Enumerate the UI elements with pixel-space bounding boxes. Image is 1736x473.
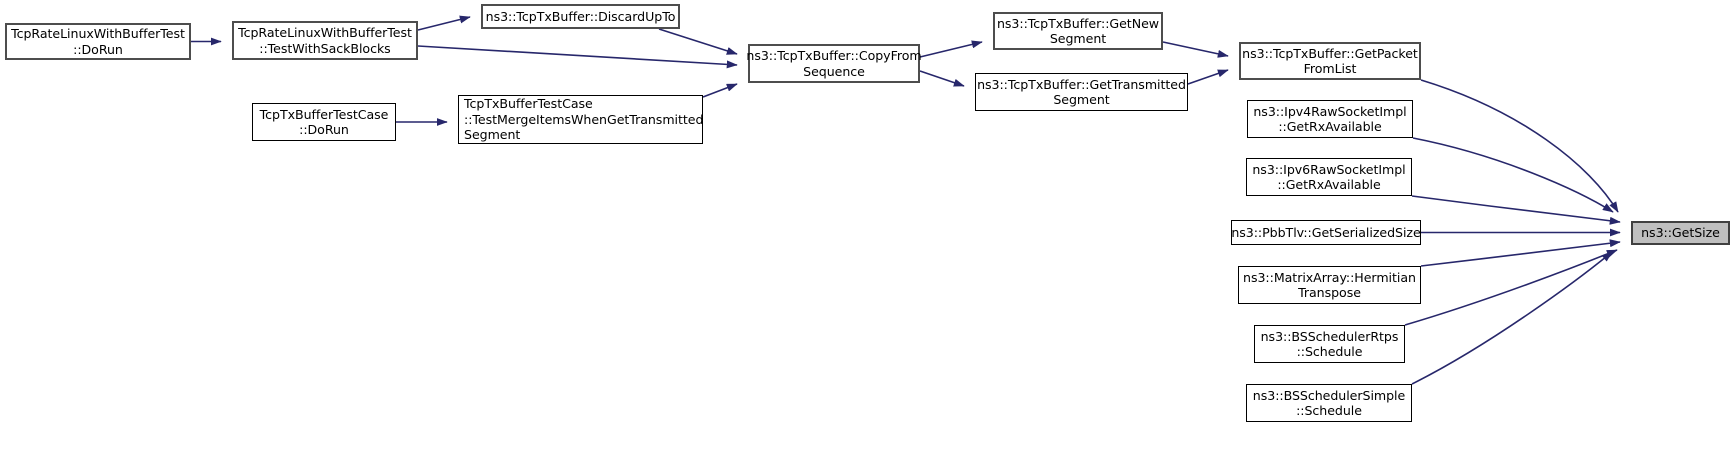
graph-node-label: ns3::TcpTxBuffer::GetPacket FromList (1242, 45, 1418, 77)
graph-node-label: ns3::TcpTxBuffer::GetTransmitted Segment (977, 76, 1186, 108)
graph-node-label: ns3::GetSize (1641, 225, 1720, 241)
graph-node-tcprate-dorun[interactable]: TcpRateLinuxWithBufferTest ::DoRun (5, 23, 191, 60)
graph-node-getsize[interactable]: ns3::GetSize (1631, 221, 1730, 245)
edge-discardupto-to-copyfrom (658, 28, 738, 55)
graph-node-getnewsegment[interactable]: ns3::TcpTxBuffer::GetNew Segment (993, 12, 1163, 50)
graph-node-label: ns3::Ipv4RawSocketImpl ::GetRxAvailable (1253, 103, 1407, 135)
graph-node-label: TcpRateLinuxWithBufferTest ::DoRun (11, 26, 185, 57)
edge-copyfrom-to-gettransmitted (919, 70, 965, 87)
graph-node-label: TcpRateLinuxWithBufferTest ::TestWithSac… (238, 25, 412, 56)
edge-bsrtps-to-getsize (1404, 249, 1618, 326)
graph-node-label: ns3::MatrixArray::Hermitian Transpose (1243, 269, 1416, 301)
edge-getpacket-to-getsize (1420, 79, 1619, 213)
graph-node-ipv4rawsocket[interactable]: ns3::Ipv4RawSocketImpl ::GetRxAvailable (1247, 100, 1413, 138)
graph-node-label: ns3::PbbTlv::GetSerializedSize (1231, 224, 1421, 240)
graph-node-label: ns3::TcpTxBuffer::DiscardUpTo (485, 8, 676, 24)
edge-mergeitems-to-copyfrom (702, 83, 738, 98)
graph-node-pbbtlv-serializedsize[interactable]: ns3::PbbTlv::GetSerializedSize (1231, 220, 1421, 245)
graph-node-label: TcpTxBufferTestCase ::TestMergeItemsWhen… (464, 96, 704, 143)
graph-node-bsschedulersimple[interactable]: ns3::BSSchedulerSimple ::Schedule (1246, 384, 1412, 422)
graph-node-label: ns3::BSSchedulerSimple ::Schedule (1252, 387, 1406, 419)
graph-node-getpacketfromlist[interactable]: ns3::TcpTxBuffer::GetPacket FromList (1239, 42, 1421, 80)
edge-getnew-to-getpacket (1162, 41, 1229, 58)
graph-node-testmergeitems[interactable]: TcpTxBufferTestCase ::TestMergeItemsWhen… (458, 95, 703, 144)
graph-node-label: ns3::TcpTxBuffer::CopyFrom Sequence (746, 48, 922, 79)
graph-node-label: ns3::Ipv6RawSocketImpl ::GetRxAvailable (1252, 161, 1406, 193)
edge-ipv4-to-getsize (1412, 137, 1614, 213)
edge-copyfrom-to-getnew (919, 40, 983, 58)
edge-ipv6-to-getsize (1411, 195, 1621, 225)
graph-node-discardupto[interactable]: ns3::TcpTxBuffer::DiscardUpTo (481, 4, 680, 29)
edge-gettransmitted-to-getpacket (1187, 69, 1229, 85)
graph-node-gettransmittedsegment[interactable]: ns3::TcpTxBuffer::GetTransmitted Segment (975, 73, 1188, 111)
graph-node-tcprate-sack[interactable]: TcpRateLinuxWithBufferTest ::TestWithSac… (232, 21, 418, 60)
edge-sack-to-copyfrom (417, 45, 738, 69)
edge-sack-to-discardupto (417, 15, 471, 31)
graph-node-copyfromsequence[interactable]: ns3::TcpTxBuffer::CopyFrom Sequence (746, 44, 922, 83)
graph-node-txbuffer-dorun[interactable]: TcpTxBufferTestCase ::DoRun (252, 103, 396, 141)
edge-matrixarray-to-getsize (1420, 239, 1621, 267)
graph-node-matrixarray-hermitian[interactable]: ns3::MatrixArray::Hermitian Transpose (1238, 266, 1421, 304)
graph-node-label: ns3::TcpTxBuffer::GetNew Segment (996, 15, 1160, 47)
edge-bssimple-to-getsize (1411, 251, 1613, 385)
graph-node-label: ns3::BSSchedulerRtps ::Schedule (1260, 328, 1399, 360)
graph-node-ipv6rawsocket[interactable]: ns3::Ipv6RawSocketImpl ::GetRxAvailable (1246, 158, 1412, 196)
graph-node-label: TcpTxBufferTestCase ::DoRun (259, 106, 389, 138)
graph-node-bsschedulerrtps[interactable]: ns3::BSSchedulerRtps ::Schedule (1254, 325, 1405, 363)
